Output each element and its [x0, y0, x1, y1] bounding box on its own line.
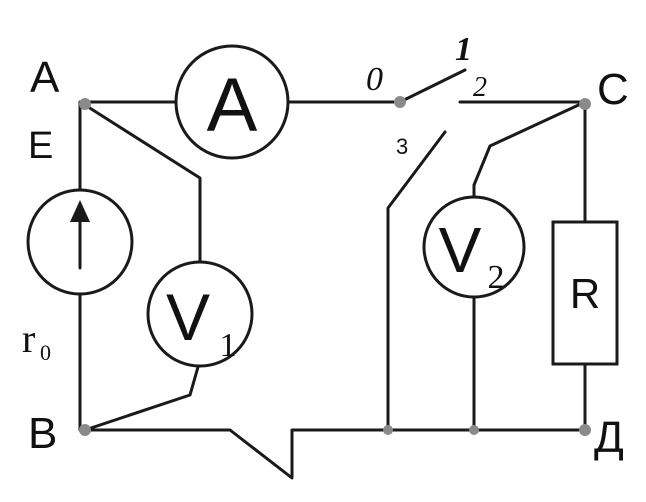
internal-resistance-subscript: 0 [40, 340, 51, 365]
resistor-label: R [570, 270, 600, 317]
node-a-dot [79, 98, 91, 110]
switch-contact-1: 1 [455, 31, 472, 68]
junction-v2-dot [469, 425, 479, 435]
wire-contact3-bottom [386, 130, 447, 432]
switch-blade [398, 68, 467, 104]
node-b-dot [79, 424, 91, 436]
node-c-label: C [597, 65, 629, 114]
arrow-up-icon [70, 200, 90, 222]
emf-label: E [28, 125, 53, 167]
voltmeter-1-subscript: 1 [220, 327, 237, 364]
voltmeter-1: V 1 [146, 260, 254, 368]
resistor: R [551, 220, 619, 366]
node-a-label: A [30, 53, 60, 102]
switch-contact-0: 0 [366, 61, 383, 98]
wire-a-v1 [83, 103, 202, 270]
wire-bottom [78, 428, 587, 480]
voltmeter-2: V 2 [422, 195, 526, 299]
ammeter: A [174, 44, 290, 160]
voltmeter-2-label: V [439, 214, 482, 286]
node-b-label: B [28, 409, 57, 458]
switch-contact-3: 3 [396, 134, 408, 159]
voltmeter-1-label: V [166, 280, 210, 354]
wire-v1-b [83, 358, 202, 432]
node-d-dot [579, 424, 591, 436]
ammeter-label: A [207, 63, 258, 148]
node-d-label: Д [594, 413, 624, 462]
switch-pivot-dot [394, 96, 406, 108]
switch-contact-2: 2 [473, 72, 487, 103]
emf-source [26, 188, 134, 296]
wire-c-v2 [472, 100, 587, 200]
internal-resistance-label: r [22, 316, 35, 361]
junction-contact3-dot [383, 425, 393, 435]
voltmeter-2-subscript: 2 [488, 259, 505, 296]
node-c-dot [579, 98, 591, 110]
